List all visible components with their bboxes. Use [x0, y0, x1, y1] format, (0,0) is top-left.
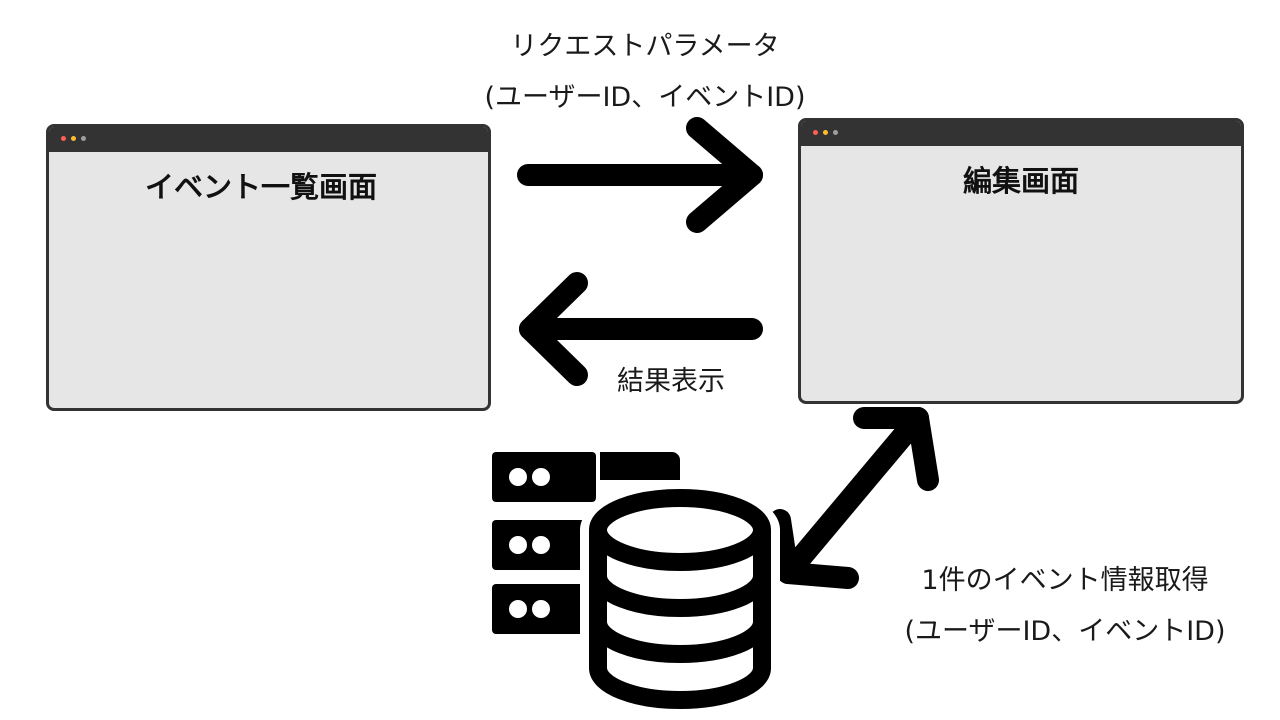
window-titlebar	[801, 121, 1241, 146]
event-list-screen: イベント一覧画面	[46, 124, 491, 411]
fetch-event-line2: (ユーザーID、イベントID)	[904, 616, 1226, 647]
database-server-icon	[492, 452, 780, 714]
edit-screen-title: 編集画面	[962, 164, 1079, 198]
maximize-dot-icon	[833, 130, 838, 135]
request-params-line2: (ユーザーID、イベントID)	[484, 82, 806, 113]
edit-screen: 編集画面	[798, 118, 1244, 404]
fetch-double-arrow-icon	[769, 407, 939, 589]
request-params-line1: リクエストパラメータ	[510, 31, 780, 62]
close-dot-icon	[61, 136, 66, 141]
maximize-dot-icon	[81, 136, 86, 141]
result-arrow-icon	[519, 272, 763, 386]
fetch-event-line1: 1件のイベント情報取得	[921, 565, 1209, 596]
event-list-screen-title: イベント一覧画面	[144, 170, 377, 204]
minimize-dot-icon	[823, 130, 828, 135]
window-titlebar	[49, 127, 488, 152]
fetch-event-label: 1件のイベント情報取得 (ユーザーID、イベントID)	[860, 560, 1270, 653]
request-arrow-icon	[517, 117, 763, 233]
request-params-label: リクエストパラメータ (ユーザーID、イベントID)	[430, 26, 860, 119]
result-display-label: 結果表示	[617, 366, 725, 397]
minimize-dot-icon	[71, 136, 76, 141]
close-dot-icon	[813, 130, 818, 135]
